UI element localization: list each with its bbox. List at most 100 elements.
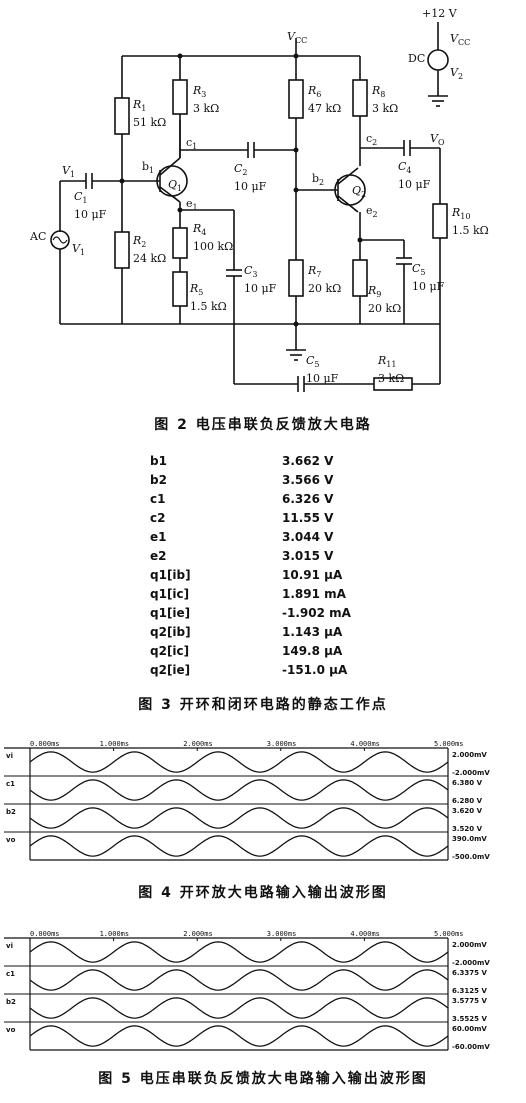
time-tick-label: 0.000ms (30, 930, 60, 938)
resistor-r2 (114, 231, 130, 269)
op-value: 3.044 V (282, 530, 334, 544)
trace-name-label: b2 (6, 998, 16, 1006)
trace-top-label: 6.3375 V (452, 969, 487, 977)
node-b2-label: b2 (312, 172, 325, 188)
op-name: e2 (150, 549, 167, 563)
trace-bottom-label: -2.000mV (452, 769, 490, 777)
table-row: q2[ie]-151.0 μA (150, 661, 410, 680)
closed-loop-waveform-plot: 0.000ms 1.000ms 2.000ms 3.000ms 4.000ms 5.000… (4, 930, 490, 1051)
time-tick-label: 1.000ms (100, 930, 130, 938)
trace-bottom-label: -60.00mV (452, 1043, 490, 1051)
op-value: 6.326 V (282, 492, 334, 506)
resistor-r3 (172, 79, 188, 115)
op-value: 1.891 mA (282, 587, 346, 601)
source-name-label: V1 (72, 242, 86, 258)
node-b1-label: b1 (142, 160, 155, 176)
op-name: q1[ic] (150, 587, 190, 601)
trace-bottom-label: 6.280 V (452, 797, 483, 805)
table-row: q1[ic] 1.891 mA (150, 585, 410, 604)
supply-dc-label: DC (408, 52, 426, 65)
resistor-r9 (352, 259, 368, 297)
resistor-r5 (172, 271, 188, 307)
trace-name-label: c1 (6, 780, 15, 788)
supply-value-label: +12 V (422, 7, 457, 20)
time-tick-label: 4.000ms (350, 930, 380, 938)
trace-top-label: 6.380 V (452, 779, 483, 787)
trace-top-label: 3.620 V (452, 807, 483, 815)
trace-name-label: vo (6, 1026, 16, 1034)
op-name: q1[ib] (150, 568, 191, 582)
trace-top-label: 390.0mV (452, 835, 487, 843)
waveform-trace (29, 1025, 449, 1047)
transistor-q1-label: Q1 (168, 178, 183, 194)
input-voltage-label: V1 (62, 164, 76, 180)
trace-name-label: vo (6, 836, 16, 844)
waveform-trace (29, 941, 449, 963)
waveform-trace (29, 751, 449, 773)
op-value: 3.662 V (282, 454, 334, 468)
op-name: e1 (150, 530, 167, 544)
op-value: 3.015 V (282, 549, 334, 563)
resistor-r7 (288, 259, 304, 297)
figure-4-caption: 图 4 开环放大电路输入输出波形图 (138, 885, 388, 901)
trace-name-label: c1 (6, 970, 15, 978)
op-value: 10.91 μA (282, 568, 343, 582)
dc-source-symbol (427, 49, 449, 71)
trace-top-label: 3.5775 V (452, 997, 487, 1005)
table-row: b1 3.662 V (150, 452, 410, 471)
output-voltage-label: VO (430, 132, 445, 148)
trace-top-label: 60.00mV (452, 1025, 487, 1033)
op-name: c2 (150, 511, 166, 525)
op-value: -1.902 mA (282, 606, 351, 620)
source-ac-label: AC (30, 230, 47, 243)
figure-3-caption: 图 3 开环和闭环电路的静态工作点 (138, 697, 388, 713)
trace-bottom-label: 3.5525 V (452, 1015, 487, 1023)
time-tick-label: 3.000ms (267, 930, 297, 938)
supply-vcc-label: VCC (450, 32, 471, 48)
op-value: 1.143 μA (282, 625, 343, 639)
trace-bottom-label: -2.000mV (452, 959, 490, 967)
time-tick-label: 4.000ms (350, 740, 380, 748)
op-name: q2[ic] (150, 644, 190, 658)
resistor-r4 (172, 227, 188, 259)
table-row: e2 3.015 V (150, 547, 410, 566)
resistor-r6 (288, 79, 304, 119)
waveform-trace (29, 779, 449, 801)
time-tick-label: 3.000ms (267, 740, 297, 748)
time-tick-label: 5.000ms (434, 740, 464, 748)
table-row: q2[ic]149.8 μA (150, 642, 410, 661)
op-name: c1 (150, 492, 166, 506)
waveform-trace (29, 969, 449, 991)
trace-name-label: vi (6, 752, 13, 760)
trace-top-label: 2.000mV (452, 751, 487, 759)
time-tick-label: 1.000ms (100, 740, 130, 748)
node-e1-label: e1 (186, 197, 198, 213)
trace-bottom-label: -500.0mV (452, 853, 490, 861)
op-name: b1 (150, 454, 167, 468)
node-c1-label: c1 (186, 136, 198, 152)
waveform-trace (29, 807, 449, 829)
time-tick-label: 2.000ms (183, 930, 213, 938)
node-e2-label: e2 (366, 204, 378, 220)
table-row: q1[ib] 10.91 μA (150, 566, 410, 585)
table-row: e1 3.044 V (150, 528, 410, 547)
time-tick-label: 5.000ms (434, 930, 464, 938)
op-name: q2[ib] (150, 625, 191, 639)
